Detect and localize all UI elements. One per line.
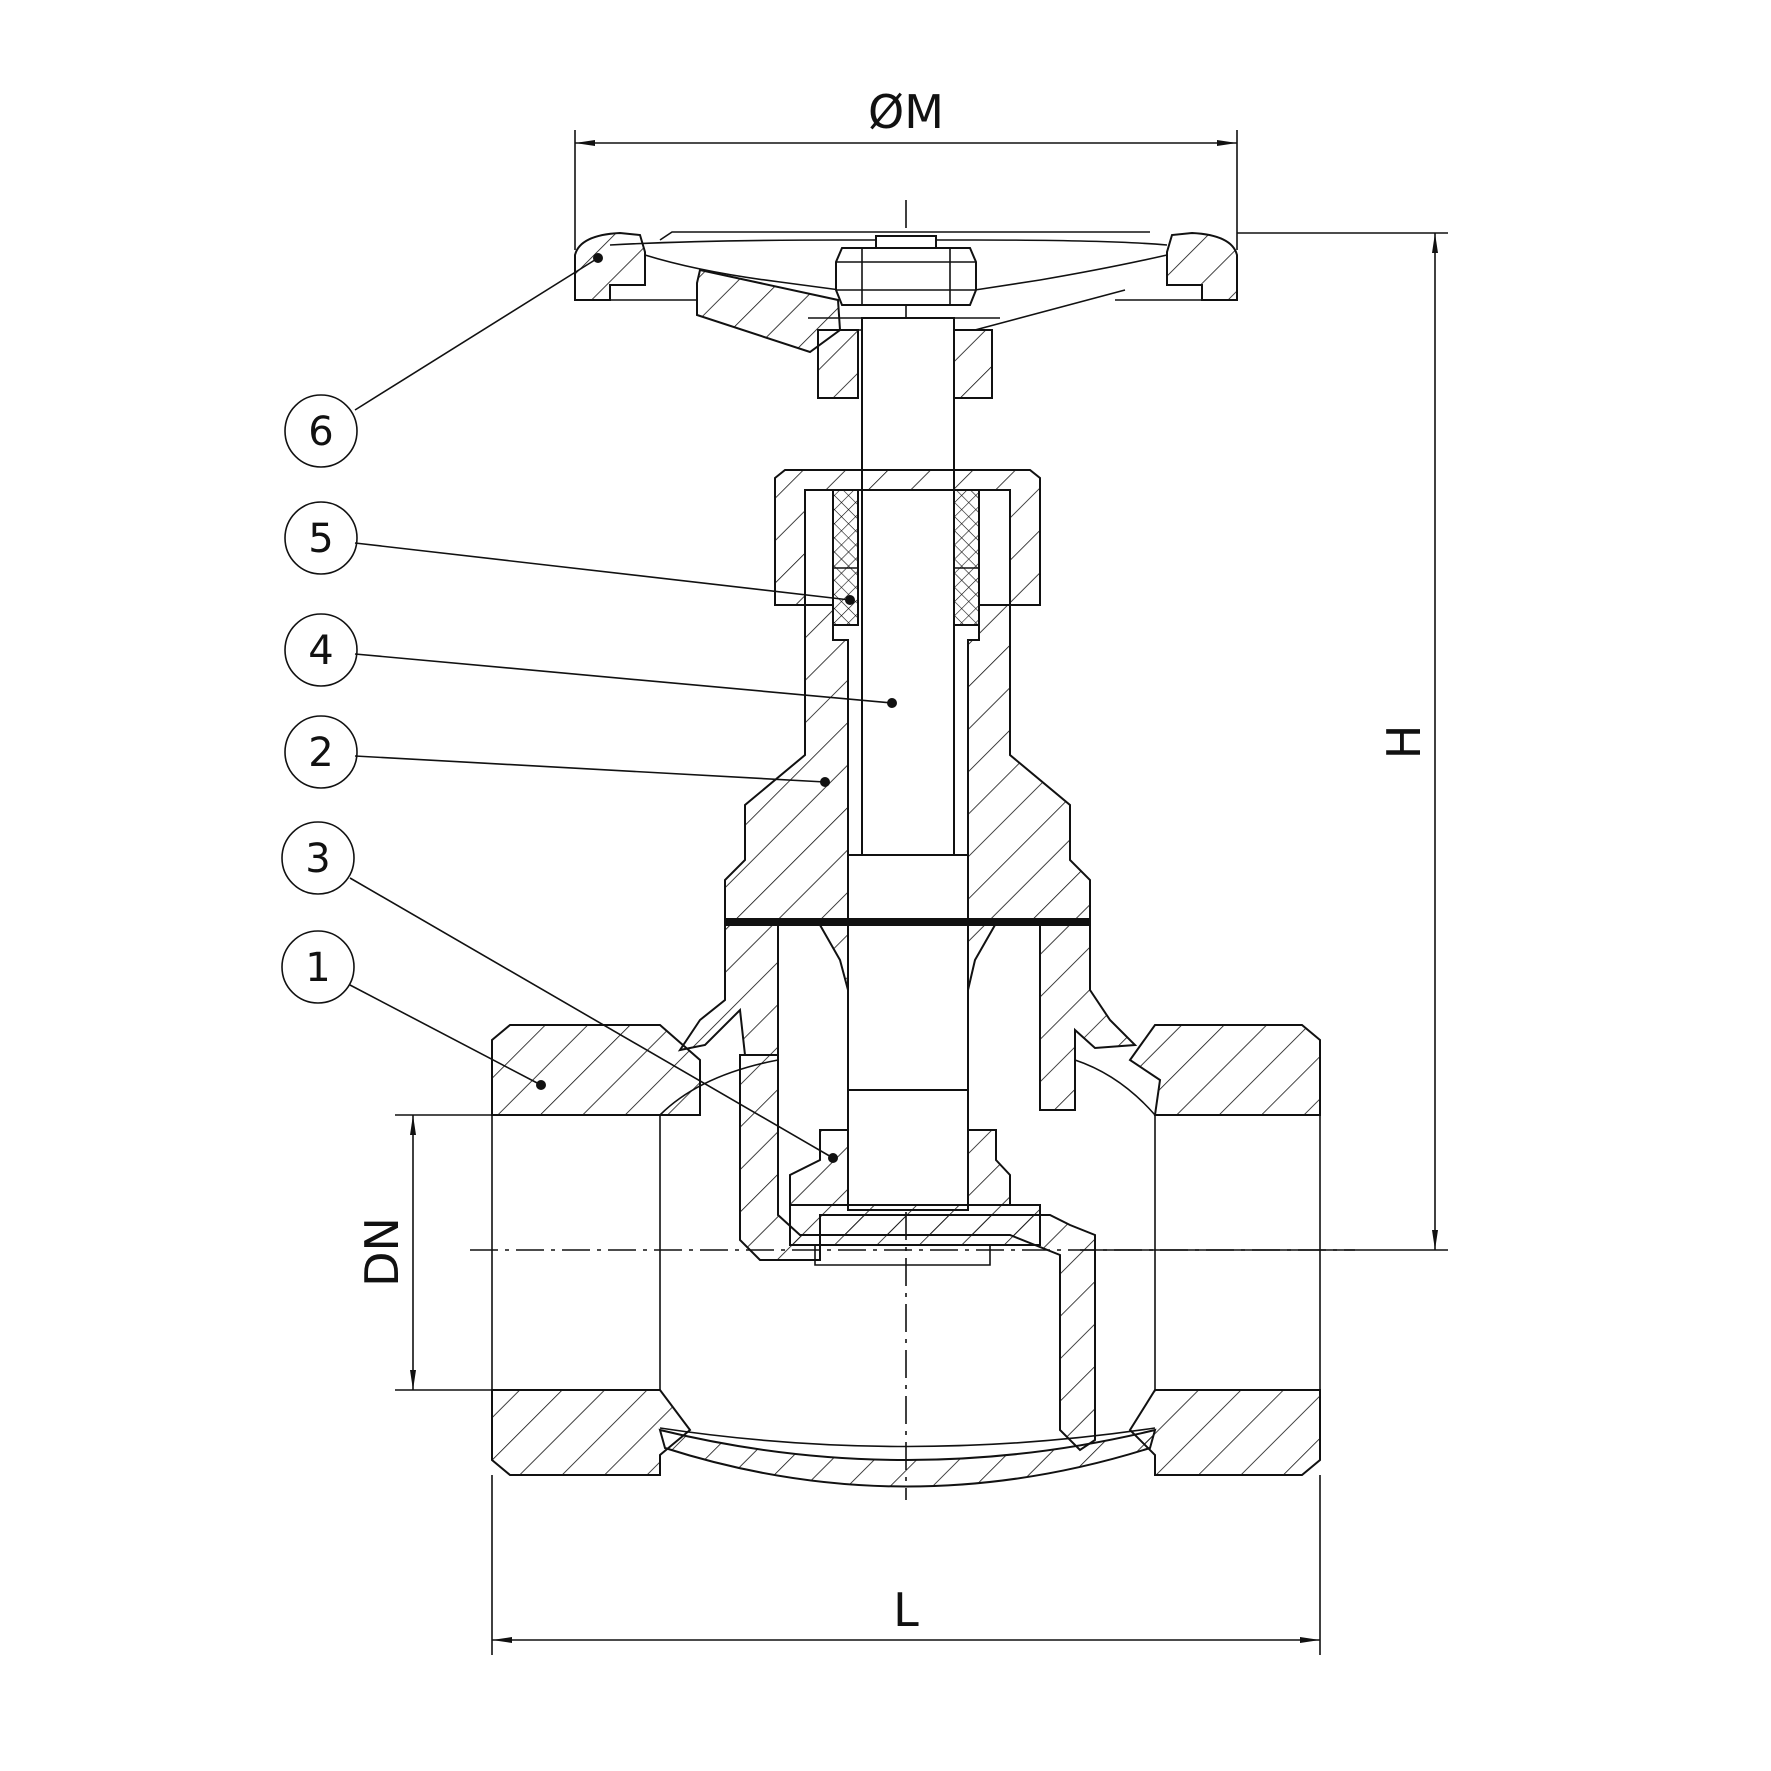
callout-4: 4 — [284, 613, 897, 708]
callout-number: 6 — [308, 409, 333, 455]
callout-6: 6 — [284, 253, 603, 468]
dimension-label-h: H — [1377, 725, 1431, 760]
dimension-lines — [395, 130, 1448, 1655]
disc — [789, 1129, 1041, 1266]
stem — [847, 317, 969, 1211]
callout-5: 5 — [284, 501, 855, 605]
callout-2: 2 — [284, 715, 830, 789]
callout-number: 5 — [308, 516, 333, 562]
valve-body — [491, 924, 1321, 1488]
callout-1: 1 — [281, 930, 546, 1090]
callout-number: 1 — [305, 945, 330, 991]
handwheel — [574, 231, 1238, 399]
callout-number: 3 — [305, 836, 330, 882]
bonnet — [724, 604, 1091, 991]
callout-3: 3 — [281, 821, 838, 1163]
callout-number: 4 — [308, 628, 333, 674]
callout-number: 2 — [308, 730, 333, 776]
dimension-label-dn: DN — [355, 1217, 409, 1287]
dimension-label-l: L — [893, 1583, 919, 1637]
dimension-label-m: ØM — [868, 85, 944, 139]
